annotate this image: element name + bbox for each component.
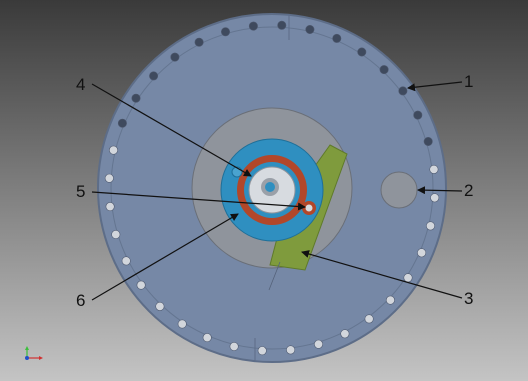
bolt-hole xyxy=(429,164,439,174)
bolt-hole xyxy=(111,230,121,240)
bolt-circle xyxy=(104,20,440,356)
bolt-hole xyxy=(131,93,141,103)
bolt-hole xyxy=(194,37,204,47)
bolt-hole xyxy=(121,256,131,266)
bolt-hole xyxy=(385,295,395,305)
bolt-hole xyxy=(305,24,315,34)
callout-label-1: 1 xyxy=(464,72,474,91)
leader-line-3 xyxy=(301,250,463,299)
bolt-hole xyxy=(177,319,187,329)
bolt-hole xyxy=(364,314,374,324)
bolt-hole xyxy=(403,273,413,283)
bolt-hole xyxy=(104,173,114,183)
bolt-hole xyxy=(155,301,165,311)
bolt-hole xyxy=(229,341,239,351)
callout-label-2: 2 xyxy=(464,181,474,200)
bolt-hole xyxy=(417,248,427,258)
small-red-ring-hole xyxy=(305,204,313,212)
bolt-hole xyxy=(105,202,115,212)
leader-line-2 xyxy=(417,186,463,195)
bolt-hole xyxy=(398,86,408,96)
callout-label-3: 3 xyxy=(464,289,474,308)
bolt-hole xyxy=(340,329,350,339)
bolt-hole xyxy=(430,193,440,203)
leader-lines xyxy=(91,81,463,301)
bolt-hole xyxy=(136,280,146,290)
bolt-hole xyxy=(423,137,433,147)
callout-label-6: 6 xyxy=(76,291,86,310)
leader-line-5 xyxy=(91,191,306,211)
hub-center xyxy=(265,182,275,192)
bolt-hole xyxy=(117,118,127,128)
bolt-hole xyxy=(277,20,287,30)
bolt-hole xyxy=(202,333,212,343)
scribe-line xyxy=(268,261,281,291)
bolt-hole xyxy=(313,339,323,349)
bolt-hole xyxy=(248,21,258,31)
plate-inner-edge xyxy=(110,26,434,350)
bolt-hole xyxy=(149,71,159,81)
callout-label-4: 4 xyxy=(76,75,86,94)
bolt-hole xyxy=(357,47,367,57)
bolt-hole xyxy=(221,27,231,37)
bolt-hole xyxy=(170,52,180,62)
xyz-axis-triad-icon xyxy=(25,346,43,360)
leader-line-4 xyxy=(91,83,252,177)
bolt-hole xyxy=(109,145,119,155)
bolt-hole xyxy=(332,33,342,43)
callout-label-5: 5 xyxy=(76,182,86,201)
leader-line-1 xyxy=(407,81,463,92)
bolt-hole xyxy=(379,65,389,75)
bolt-hole xyxy=(425,221,435,231)
bolt-hole xyxy=(413,110,423,120)
side-port-hole xyxy=(380,171,418,209)
leader-line-6 xyxy=(91,213,239,301)
bolt-hole xyxy=(286,345,296,355)
bolt-hole xyxy=(257,346,267,356)
